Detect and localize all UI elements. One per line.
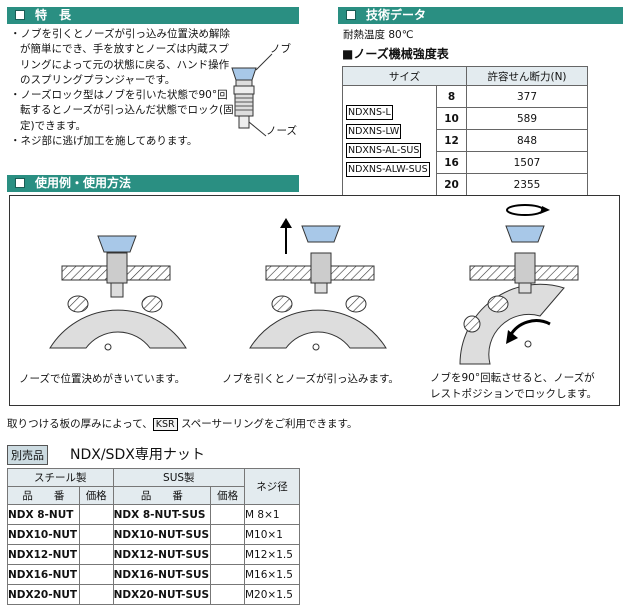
- sus-part: NDX16-NUT-SUS: [112, 564, 212, 585]
- steel-part: NDX20-NUT: [7, 584, 80, 605]
- spacer-note: 取りつける板の厚みによって、KSR スペーサーリングをご利用できます。: [7, 416, 357, 431]
- price-cell: [78, 544, 114, 565]
- note-post: スペーサーリングをご利用できます。: [177, 418, 358, 430]
- steel-part: NDX 8-NUT: [7, 504, 80, 525]
- force-cell: 377: [466, 85, 588, 108]
- usage-title: 使用例・使用方法: [35, 176, 132, 190]
- col-price: 価格: [78, 486, 114, 505]
- price-cell: [78, 524, 114, 545]
- ksr-badge[interactable]: KSR: [152, 418, 178, 431]
- tech-header: 技術データ: [338, 7, 623, 24]
- col-force: 許容せん断力(N): [466, 66, 588, 86]
- thread-cell: M10×1: [244, 524, 300, 545]
- model-list: NDXNS-L NDXNS-LW NDXNS-AL-SUS NDXNS-ALW-…: [342, 85, 437, 196]
- label-nose: ノーズ: [266, 125, 297, 137]
- col-sus: SUS製: [112, 468, 246, 487]
- price-cell: [78, 564, 114, 585]
- strength-table-title: ■ノーズ機械強度表: [342, 47, 449, 61]
- feature-item: ・ネジ部に逃げ加工を施してあります。: [10, 135, 198, 148]
- price-cell: [210, 584, 245, 605]
- strength-table: サイズ 許容せん断力(N) NDXNS-L NDXNS-LW NDXNS-AL-…: [342, 66, 588, 196]
- thread-cell: M20×1.5: [244, 584, 300, 605]
- price-cell: [78, 504, 114, 525]
- model-badge: NDXNS-AL-SUS: [346, 142, 422, 158]
- caption-pulled: ノブを引くとノーズが引っ込みます。: [222, 373, 399, 385]
- size-cell: 10: [436, 107, 467, 130]
- sus-part: NDX20-NUT-SUS: [112, 584, 212, 605]
- size-cell: 8: [436, 85, 467, 108]
- col-size: サイズ: [342, 66, 467, 86]
- feature-item: ・ノブを引くとノーズが引っ込み位置決め解除が簡単にでき、手を放すとノーズは内蔵ス…: [10, 28, 230, 86]
- table-row: NDX12-NUT NDX12-NUT-SUS M12×1.5: [7, 544, 300, 565]
- table-row: NDX10-NUT NDX10-NUT-SUS M10×1: [7, 524, 300, 545]
- square-icon: [15, 10, 25, 20]
- price-cell: [210, 564, 245, 585]
- usage-diagram: ノーズで位置決めがきいています。 ノブを引くとノーズが引っ込みます。 ノブを90…: [9, 195, 620, 406]
- features-header: 特 長: [7, 7, 299, 24]
- price-cell: [210, 524, 245, 545]
- panel-pulled: [249, 218, 387, 351]
- sold-separately-badge: 別売品: [7, 445, 48, 465]
- size-cell: 12: [436, 129, 467, 152]
- panel-rotated: [459, 204, 579, 365]
- col-part: 品 番: [112, 486, 212, 505]
- nut-table: スチール製 SUS製 ネジ径 品 番 価格 品 番 価格 NDX 8-NUT N…: [7, 468, 300, 605]
- steel-part: NDX10-NUT: [7, 524, 80, 545]
- caption-rotated-1: ノブを90°回転させると、ノーズが: [430, 372, 595, 384]
- thread-cell: M 8×1: [244, 504, 300, 525]
- thread-cell: M12×1.5: [244, 544, 300, 565]
- sus-part: NDX12-NUT-SUS: [112, 544, 212, 565]
- table-row: NDX16-NUT NDX16-NUT-SUS M16×1.5: [7, 564, 300, 585]
- col-steel: スチール製: [7, 468, 114, 487]
- table-row: NDX 8-NUT NDX 8-NUT-SUS M 8×1: [7, 504, 300, 525]
- plunger-illustration: [231, 53, 273, 137]
- size-cell: 20: [436, 173, 467, 196]
- force-cell: 589: [466, 107, 588, 130]
- model-badge: NDXNS-L: [346, 104, 393, 120]
- col-part: 品 番: [7, 486, 80, 505]
- usage-illustrations: [49, 204, 579, 365]
- caption-positioned: ノーズで位置決めがきいています。: [19, 373, 186, 385]
- tech-title: 技術データ: [366, 8, 427, 22]
- size-cell: 16: [436, 151, 467, 174]
- temp-text: 耐熱温度 80℃: [343, 29, 414, 41]
- col-thread: ネジ径: [244, 468, 300, 505]
- square-icon: [346, 10, 356, 20]
- col-price: 価格: [210, 486, 245, 505]
- steel-part: NDX16-NUT: [7, 564, 80, 585]
- square-icon: [15, 178, 25, 188]
- features-title: 特 長: [35, 8, 72, 22]
- price-cell: [210, 544, 245, 565]
- caption-rotated-2: レストポジションでロックします。: [430, 388, 597, 400]
- sus-part: NDX 8-NUT-SUS: [112, 504, 212, 525]
- force-cell: 848: [466, 129, 588, 152]
- model-badge: NDXNS-ALW-SUS: [346, 161, 430, 177]
- model-badge: NDXNS-LW: [346, 123, 402, 139]
- price-cell: [78, 584, 114, 605]
- sus-part: NDX10-NUT-SUS: [112, 524, 212, 545]
- price-cell: [210, 504, 245, 525]
- usage-header: 使用例・使用方法: [7, 175, 299, 192]
- panel-positioned: [49, 235, 187, 351]
- nut-title: NDX/SDX専用ナット: [70, 447, 205, 463]
- note-pre: 取りつける板の厚みによって、: [7, 418, 153, 430]
- force-cell: 1507: [466, 151, 588, 174]
- thread-cell: M16×1.5: [244, 564, 300, 585]
- steel-part: NDX12-NUT: [7, 544, 80, 565]
- table-row: NDX20-NUT NDX20-NUT-SUS M20×1.5: [7, 584, 300, 605]
- force-cell: 2355: [466, 173, 588, 196]
- features-text: ・ノブを引くとノーズが引っ込み位置決め解除が簡単にでき、手を放すとノーズは内蔵ス…: [10, 27, 238, 149]
- feature-item: ・ノーズロック型はノブを引いた状態で90°回転するとノーズが引っ込んだ状態でロッ…: [10, 89, 234, 132]
- label-knob: ノブ: [270, 43, 291, 55]
